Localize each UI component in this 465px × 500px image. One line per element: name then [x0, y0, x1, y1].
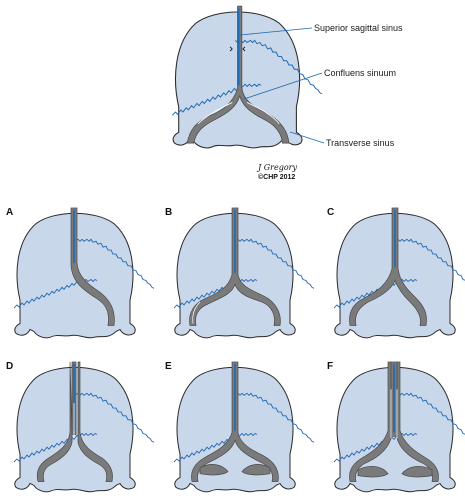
- labels-group: Superior sagittal sinus Confluens sinuum…: [239, 23, 403, 148]
- label-transverse-sinus: Transverse sinus: [326, 138, 395, 148]
- signature-name: J Gregory: [256, 163, 297, 172]
- label-superior-sagittal-sinus: Superior sagittal sinus: [314, 23, 403, 33]
- artist-signature: J Gregory ©CHP 2012: [256, 163, 297, 181]
- leader-confluens: [243, 72, 323, 100]
- panel-d: D: [6, 361, 155, 493]
- panel-a: A: [6, 207, 155, 339]
- panel-b-sinuses: [189, 207, 281, 326]
- panel-b: B: [165, 207, 315, 339]
- panel-letter-f: F: [327, 361, 333, 372]
- panel-c-sinuses: [349, 207, 427, 326]
- panel-f-sinuses: [349, 361, 439, 482]
- panel-c: C: [327, 207, 465, 339]
- leader-superior: [239, 27, 313, 36]
- panel-letter-a: A: [6, 207, 13, 218]
- skull-main: [171, 5, 323, 149]
- panel-letter-b: B: [165, 207, 172, 218]
- panel-e-sinuses: [191, 361, 279, 482]
- panel-letter-e: E: [165, 361, 172, 372]
- panel-letter-d: D: [6, 361, 13, 372]
- panel-letter-c: C: [327, 207, 334, 218]
- panel-e: E: [165, 361, 315, 493]
- panel-f: F: [327, 361, 465, 493]
- label-confluens-sinuum: Confluens sinuum: [324, 68, 396, 78]
- panel-d-sinuses: [36, 361, 113, 482]
- main-sinuses: [186, 5, 290, 144]
- leader-transverse: [289, 131, 325, 144]
- panel-a-sinuses: [70, 207, 115, 326]
- signature-copyright: ©CHP 2012: [258, 173, 295, 181]
